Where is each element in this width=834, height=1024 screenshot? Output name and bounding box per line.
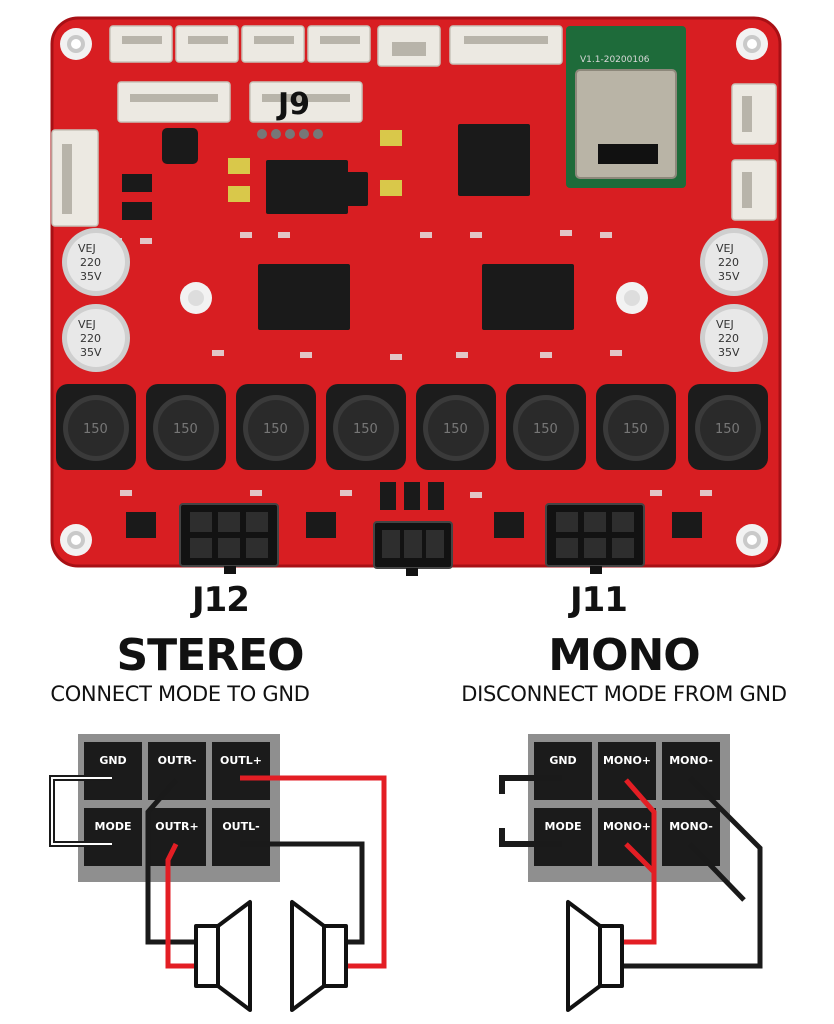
mode-stub xyxy=(499,828,562,847)
speaker-icon xyxy=(290,900,348,1012)
stereo-pin xyxy=(212,808,270,866)
mono-pin-label: MONO+ xyxy=(603,820,651,833)
mono-title: MONO xyxy=(548,630,700,681)
svg-text:VEJ: VEJ xyxy=(716,242,734,255)
wire-mono-plus-2 xyxy=(624,842,656,874)
svg-text:220: 220 xyxy=(718,332,739,345)
stereo-pin-label: MODE xyxy=(95,820,132,833)
wire-mono-minus-2 xyxy=(688,842,746,902)
inductor-row: 150 150 150 150 150 150 150 150 xyxy=(56,384,768,470)
stereo-pin-label: OUTR+ xyxy=(155,820,198,833)
inductor: 150 xyxy=(416,384,496,470)
mono-pin-label: MONO- xyxy=(669,820,713,833)
svg-text:VEJ: VEJ xyxy=(78,318,96,331)
stereo-title: STEREO xyxy=(116,630,304,681)
inductor: 150 xyxy=(236,384,316,470)
wire-mono-plus xyxy=(622,778,657,945)
connector-j6 xyxy=(373,521,453,576)
stereo-pin-label: OUTR- xyxy=(158,754,197,767)
wire-mono-minus xyxy=(622,776,763,969)
svg-text:150: 150 xyxy=(533,422,558,437)
mono-pin xyxy=(662,808,720,866)
svg-text:35V: 35V xyxy=(718,270,740,283)
svg-text:220: 220 xyxy=(80,256,101,269)
stereo-pin-label: OUTL+ xyxy=(220,754,262,767)
capacitor-right-top: VEJ 220 35V xyxy=(700,228,768,296)
svg-text:150: 150 xyxy=(353,422,378,437)
svg-text:220: 220 xyxy=(718,256,739,269)
stereo-pin-label: OUTL- xyxy=(222,820,259,833)
speaker-icon xyxy=(566,900,624,1012)
svg-text:150: 150 xyxy=(715,422,740,437)
stereo-pin xyxy=(84,742,142,800)
stereo-pin xyxy=(148,808,206,866)
j11-callout: J11 xyxy=(570,580,628,620)
svg-text:150: 150 xyxy=(173,422,198,437)
svg-text:VEJ: VEJ xyxy=(716,318,734,331)
svg-text:35V: 35V xyxy=(718,346,740,359)
mounting-hole xyxy=(60,28,768,556)
mono-wiring-diagram: GND MONO+ MONO- MODE MONO+ MONO- xyxy=(499,734,763,1012)
wire-outr-plus xyxy=(165,842,196,969)
inductor: 150 xyxy=(326,384,406,470)
stereo-pin xyxy=(84,808,142,866)
wire-outl-minus xyxy=(240,841,365,945)
mono-pin-label: MODE xyxy=(545,820,582,833)
stereo-pin xyxy=(212,742,270,800)
mono-pin xyxy=(662,742,720,800)
connector-j12 xyxy=(179,503,279,574)
capacitor-left-top: VEJ 220 35V xyxy=(62,228,130,296)
capacitor-left-bottom: VEJ 220 35V xyxy=(62,304,130,372)
inductor: 150 xyxy=(506,384,586,470)
svg-text:220: 220 xyxy=(80,332,101,345)
mono-pin-label: GND xyxy=(549,754,576,767)
inductor: 150 xyxy=(56,384,136,470)
svg-text:35V: 35V xyxy=(80,346,102,359)
mono-pin xyxy=(534,742,592,800)
capacitor-right-bottom: VEJ 220 35V xyxy=(700,304,768,372)
connector-j11 xyxy=(545,503,645,574)
ic-chips xyxy=(122,124,574,330)
mono-subtitle: DISCONNECT MODE FROM GND xyxy=(461,682,787,706)
svg-text:VEJ: VEJ xyxy=(78,242,96,255)
svg-text:150: 150 xyxy=(263,422,288,437)
svg-text:35V: 35V xyxy=(80,270,102,283)
speaker-icon xyxy=(194,900,252,1012)
bluetooth-module: V1.1-20200106 xyxy=(566,26,686,188)
wire-outl-plus xyxy=(240,775,387,969)
inductor: 150 xyxy=(596,384,676,470)
inductor: 150 xyxy=(688,384,768,470)
mono-pin-label: MONO- xyxy=(669,754,713,767)
mono-pin xyxy=(598,808,656,866)
stereo-pin-label: GND xyxy=(99,754,126,767)
mono-pin xyxy=(534,808,592,866)
stereo-pin xyxy=(148,742,206,800)
svg-text:150: 150 xyxy=(443,422,468,437)
wire-outr-minus xyxy=(145,778,196,945)
stereo-subtitle: CONNECT MODE TO GND xyxy=(50,682,310,706)
module-text: V1.1-20200106 xyxy=(580,55,650,65)
svg-text:150: 150 xyxy=(623,422,648,437)
amplifier-board: J9 V1.1-20200106 VEJ 220 xyxy=(50,16,782,576)
inductor: 150 xyxy=(146,384,226,470)
mono-pin-label: MONO+ xyxy=(603,754,651,767)
mono-pin xyxy=(598,742,656,800)
j12-callout: J12 xyxy=(192,580,250,620)
gnd-stub xyxy=(499,775,562,794)
svg-text:150: 150 xyxy=(83,422,108,437)
j9-label: J9 xyxy=(276,87,310,122)
stereo-wiring-diagram: GND OUTR- OUTL+ MODE OUTR+ OUTL- xyxy=(49,734,387,1012)
